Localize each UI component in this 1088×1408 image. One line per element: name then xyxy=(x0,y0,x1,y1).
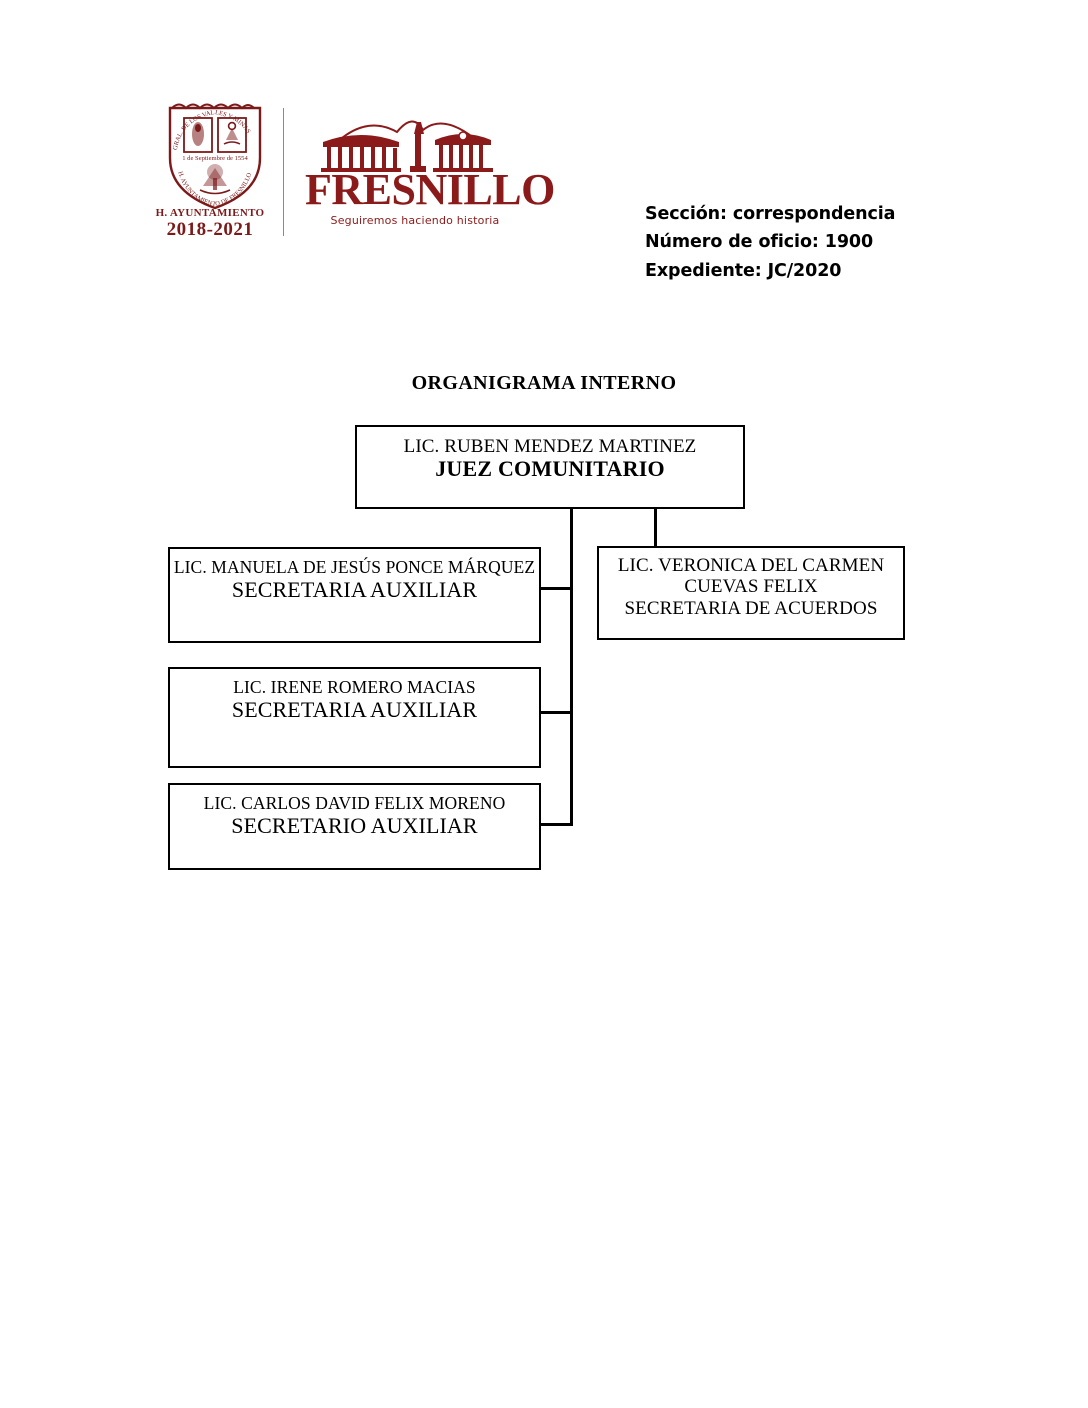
fresnillo-tagline: Seguiremos haciendo historia xyxy=(330,214,500,227)
crest-caption-line2: 2018-2021 xyxy=(166,218,254,240)
org-node-secretaria-de-acuerdos: LIC. VERONICA DEL CARMEN CUEVAS FELIX SE… xyxy=(597,546,905,640)
org-node-name-line2: CUEVAS FELIX xyxy=(684,576,818,598)
monument-illustration xyxy=(321,120,493,172)
connector-branch-3 xyxy=(541,823,573,826)
document-reference-block: Sección: correspondencia Número de ofici… xyxy=(645,200,895,285)
page-title: ORGANIGRAMA INTERNO xyxy=(411,372,677,394)
coat-of-arms-icon: 1 de Septiembre de 1554 GRAL. DE LOS VAL… xyxy=(160,100,270,250)
org-node-role: SECRETARIA DE ACUERDOS xyxy=(624,597,878,619)
meta-seccion: Sección: correspondencia xyxy=(645,204,896,224)
org-node-juez-comunitario: LIC. RUBEN MENDEZ MARTINEZ JUEZ COMUNITA… xyxy=(355,425,745,509)
org-node-secretario-auxiliar-carlos: LIC. CARLOS DAVID FELIX MORENO SECRETARI… xyxy=(168,783,541,870)
crest-caption-line1: H. AYUNTAMIENTO xyxy=(155,207,265,219)
org-node-role: JUEZ COMUNITARIO xyxy=(435,456,665,482)
svg-text:1 de Septiembre de 1554: 1 de Septiembre de 1554 xyxy=(182,155,248,162)
fresnillo-logo: FRESNILLO Seguiremos haciendo historia xyxy=(305,110,555,245)
crest-caption: H. AYUNTAMIENTO 2018-2021 xyxy=(150,207,270,240)
fresnillo-wordmark: FRESNILLO xyxy=(305,165,555,214)
connector-branch-2 xyxy=(541,711,573,714)
org-node-secretaria-auxiliar-manuela: LIC. MANUELA DE JESÚS PONCE MÁRQUEZ SECR… xyxy=(168,547,541,643)
org-node-name: LIC. MANUELA DE JESÚS PONCE MÁRQUEZ xyxy=(173,557,536,577)
org-node-name-line1: LIC. VERONICA DEL CARMEN xyxy=(617,555,885,576)
letterhead: 1 de Septiembre de 1554 GRAL. DE LOS VAL… xyxy=(150,100,950,280)
org-node-secretaria-auxiliar-irene: LIC. IRENE ROMERO MACIAS SECRETARIA AUXI… xyxy=(168,667,541,768)
org-node-name: LIC. RUBEN MENDEZ MARTINEZ xyxy=(403,436,697,457)
connector-trunk-vertical xyxy=(570,509,573,826)
org-node-role: SECRETARIO AUXILIAR xyxy=(231,812,478,838)
org-node-role: SECRETARIA AUXILIAR xyxy=(231,576,478,602)
org-node-name: LIC. IRENE ROMERO MACIAS xyxy=(233,677,476,697)
meta-expediente: Expediente: JC/2020 xyxy=(645,260,842,281)
letterhead-divider xyxy=(283,108,284,236)
org-node-role: SECRETARIA AUXILIAR xyxy=(231,696,478,722)
org-node-name: LIC. CARLOS DAVID FELIX MORENO xyxy=(203,793,506,813)
connector-branch-right xyxy=(654,509,657,547)
connector-branch-1 xyxy=(541,587,573,590)
meta-numero-oficio: Número de oficio: 1900 xyxy=(645,232,874,253)
